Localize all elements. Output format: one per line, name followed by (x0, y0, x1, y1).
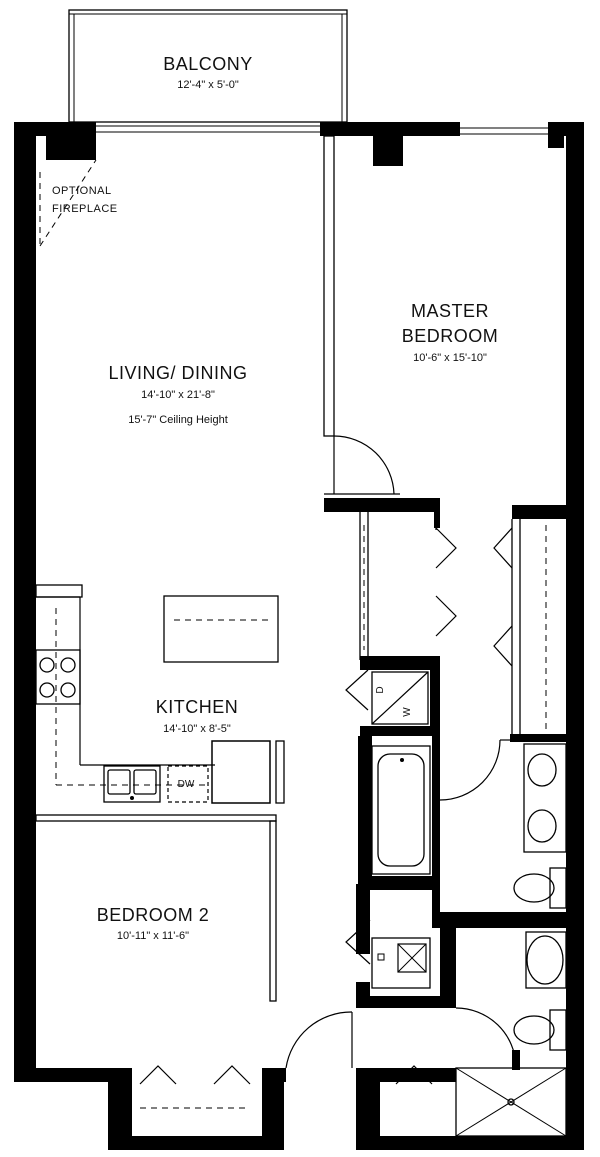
living-name: LIVING/ DINING (108, 363, 247, 383)
bedroom2-dims: 10'-11" x 11'-6" (117, 930, 189, 942)
master-name-line2: BEDROOM (402, 326, 499, 346)
interior-walls (35, 135, 566, 1070)
balcony (68, 9, 348, 123)
kitchen-dims: 14'-10" x 8'-5" (163, 723, 231, 735)
kitchen-counters (35, 584, 279, 804)
living-ceiling: 15'-7" Ceiling Height (128, 414, 228, 426)
door-swings (139, 435, 547, 1109)
fireplace-label-line2: FIREPLACE (52, 203, 118, 215)
optional-fireplace (39, 159, 97, 247)
laundry (371, 671, 429, 725)
master-dims: 10'-6" x 15'-10" (413, 352, 487, 364)
living-dims: 14'-10" x 21'-8" (141, 389, 215, 401)
balcony-name: BALCONY (163, 54, 253, 74)
balcony-dims: 12'-4" x 5'-0" (177, 79, 239, 91)
master-name-line1: MASTER (411, 301, 489, 321)
dishwasher-label: DW (178, 779, 195, 790)
bedroom2-name: BEDROOM 2 (97, 905, 210, 925)
washer-label: W (402, 707, 413, 717)
exterior-walls (14, 122, 584, 1150)
bath-fixtures (371, 743, 567, 1137)
kitchen-name: KITCHEN (156, 697, 239, 717)
fireplace-label-line1: OPTIONAL (52, 185, 112, 197)
dryer-label: D (375, 686, 386, 693)
